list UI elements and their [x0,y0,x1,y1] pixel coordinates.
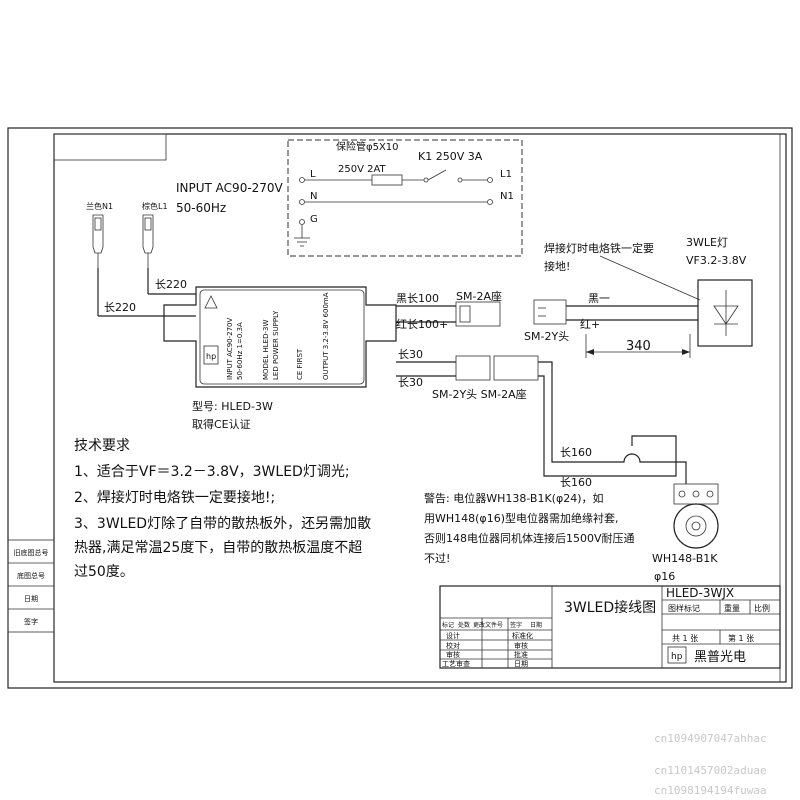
driver-line-3: MODEL HLED-3W [262,320,270,380]
driver-line-4: LED POWER SUPPLY [272,310,280,380]
rev-h-5: 日期 [530,621,542,629]
wire-len220-a: 长220 [104,301,136,314]
term-l: L [310,169,316,180]
watermark-1: cn1094907047ahhac [654,732,767,745]
wire-len30-a: 长30 [398,348,423,361]
fuse-label: 保险管φ5X10 [336,140,399,153]
led-vf: VF3.2-3.8V [686,254,747,267]
stage-h-1: 图样标记 [668,603,700,613]
driver-brand: hp [206,352,216,361]
strip-old-base: 旧底图总号 [14,548,49,557]
solder-note-2: 接地! [544,260,570,273]
rev-h-3: 更改文件号 [473,621,503,629]
driver-line-2: 50-60Hz 1=0.3A [236,322,244,380]
watermark-3: cn1098194194fuwaa [654,784,767,797]
company-logo: hp [671,652,683,662]
strip-sign: 签字 [24,617,38,626]
term-l1: L1 [500,169,512,180]
sm2y-head [533,299,567,325]
brown-l1-label: 棕色L1 [142,201,168,211]
title-block: 标记 处数 更改文件号 签字 日期 设计 校对 审核 工艺审查 标准化 审核 批… [439,585,781,669]
inner-frame [53,133,787,683]
rev-h-2: 处数 [458,621,470,629]
led-title: 3WLE灯 [686,236,728,249]
sm2a-seat-2 [493,355,539,381]
notes-line-3a: 3、3WLED灯除了自带的散热板外，还另需加散 [74,516,371,532]
role-r-3: 批准 [514,650,528,659]
solder-note-1: 焊接灯时电烙铁一定要 [544,241,654,255]
left-strip: 旧底图总号 底图总号 日期 签字 [7,539,55,633]
warning-4: 不过! [424,552,450,565]
role-l-2: 校对 [446,641,460,650]
strip-date: 日期 [24,595,38,603]
sm2a-seat [455,301,501,327]
wire-red100: 红长100+ [396,318,448,331]
drawing-code: HLED-3WJX [666,586,734,600]
drawing-name: 3WLED接线图 [564,599,656,616]
potentiometer: WH148-B1K φ16 [652,483,719,583]
wire-len220-b: 长220 [155,278,187,291]
wire-len30-b: 长30 [398,376,423,389]
warning-3: 否则148电位器同机体连接后1500V耐压通 [424,531,635,545]
notes-line-3b: 热器,满足常温25度下，自带的散热板温度不超 [74,540,362,556]
warning-1: 警告: 电位器WH138-B1K(φ24)，如 [424,491,604,505]
role-r-2: 审核 [514,641,528,650]
sm2y-sm2a-label: SM-2Y头 SM-2A座 [432,387,527,401]
sheet-no: 第 1 张 [728,633,754,643]
sm2a-seat-label: SM-2A座 [456,289,502,303]
wire-len160-b: 长160 [560,476,592,489]
company-name: 黑普光电 [694,650,746,665]
driver-line-5: CE FIRST [296,348,304,380]
wire-black-minus: 黑一 [588,292,610,305]
role-r-4: 日期 [514,660,528,668]
dimension-340: 340 [626,339,651,354]
term-n: N [310,191,317,202]
notes-title: 技术要求 [74,438,130,454]
rev-h-4: 签字 [510,621,522,629]
wire-red-plus: 红+ [580,318,600,331]
notes-line-2: 2、焊接灯时电烙铁一定要接地!; [74,489,275,506]
switch-label: K1 250V 3A [418,150,483,163]
driver-ce-label: 取得CE认证 [192,418,251,431]
wire-len160-a: 长160 [560,446,592,459]
wire-black100: 黑长100 [396,292,439,305]
sm2y-head-label: SM-2Y头 [524,330,569,343]
role-l-1: 设计 [446,631,460,640]
watermark-2: cn1101457002aduae [654,764,767,777]
pot-dia: φ16 [654,570,675,583]
fuse-symbol [371,174,403,186]
driver-model-label: 型号: HLED-3W [192,399,273,413]
input-frequency: 50-60Hz [176,201,226,215]
strip-base: 底图总号 [17,571,45,580]
driver-line-6: OUTPUT 3.2-3.8V 600mA [322,292,330,380]
role-l-3: 审核 [446,650,460,659]
notes-line-1: 1、适合于VF＝3.2－3.8V，3WLED灯调光; [74,464,350,480]
rev-h-1: 标记 [442,621,454,629]
stage-h-2: 重量 [724,603,740,613]
fuse-rating: 250V 2AT [338,164,387,175]
input-voltage: INPUT AC90-270V [176,181,284,195]
spade-connectors: 兰色N1 棕色L1 [86,201,168,268]
driver-module: hp INPUT AC90-270V 50-60Hz 1=0.3A MODEL … [163,286,397,431]
notes-line-3c: 过50度。 [74,564,134,580]
role-l-4: 工艺审查 [442,659,470,668]
term-n1: N1 [500,191,514,202]
top-left-box [53,133,167,161]
fuse-switch-box: 保险管φ5X10 250V 2AT K1 250V 3A L N G L1 N1 [287,139,523,257]
driver-line-1: INPUT AC90-270V [226,318,234,380]
blue-n1-label: 兰色N1 [86,201,113,211]
role-r-1: 标准化 [512,631,533,640]
pot-model: WH148-B1K [652,552,718,565]
switch-symbol [427,169,447,181]
term-g: G [310,214,318,225]
warning-2: 用WH148(φ16)型电位器需加绝缘衬套, [424,511,618,525]
sm2y-head-2 [455,355,491,381]
stage-h-3: 比例 [754,603,770,613]
sheet-total: 共 1 张 [672,634,698,643]
outer-frame [7,127,793,689]
led-lamp: 3WLE灯 VF3.2-3.8V 焊接灯时电烙铁一定要 接地! [544,236,753,347]
